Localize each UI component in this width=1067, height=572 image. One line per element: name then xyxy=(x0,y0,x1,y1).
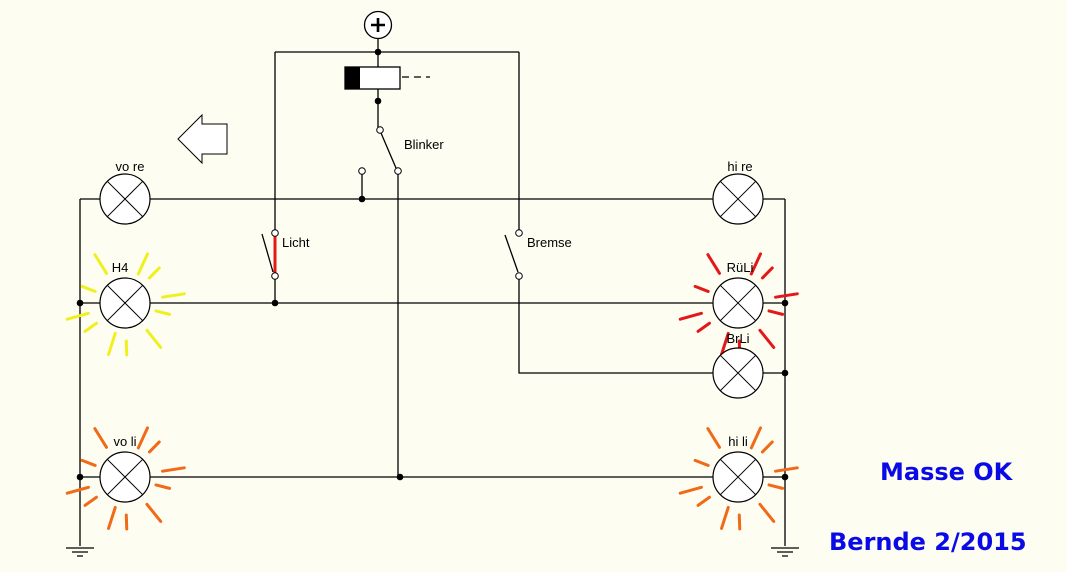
bremse-switch[interactable]: Bremse xyxy=(504,229,572,280)
glow-rays xyxy=(678,426,799,531)
lamp-vo-li: vo li xyxy=(65,426,186,531)
masse-note: Masse OK xyxy=(880,458,1014,486)
lamp-label: H4 xyxy=(112,260,129,275)
lamp-label: BrLi xyxy=(726,331,749,346)
flasher-relay xyxy=(344,66,401,90)
ground-icon xyxy=(66,547,94,557)
lamp-label: RüLi xyxy=(727,260,754,275)
lamp-label: vo li xyxy=(113,434,136,449)
bremse-label: Bremse xyxy=(527,235,572,250)
lamp-vo-re: vo re xyxy=(99,159,151,225)
plus-terminal xyxy=(363,10,393,40)
lamp-label: hi re xyxy=(727,159,752,174)
junction-dots xyxy=(76,48,789,481)
lamp-h4: H4 xyxy=(65,252,186,357)
lamp-label: vo re xyxy=(116,159,145,174)
lamp-brli: BrLi xyxy=(712,331,764,399)
glow-rays xyxy=(65,426,186,531)
left-arrow-icon xyxy=(177,113,228,165)
ground-icon xyxy=(771,547,799,557)
author-note: Bernde 2/2015 xyxy=(829,528,1027,556)
licht-switch[interactable]: Licht xyxy=(261,229,310,280)
licht-label: Licht xyxy=(282,235,310,250)
wires xyxy=(79,39,786,546)
glow-rays xyxy=(65,252,186,357)
lamp-hi-li: hi li xyxy=(678,426,799,531)
blinker-label: Blinker xyxy=(404,137,444,152)
lamp-hi-re: hi re xyxy=(712,159,764,225)
lamp-label: hi li xyxy=(728,434,748,449)
blinker-switch[interactable]: Blinker xyxy=(358,126,445,175)
